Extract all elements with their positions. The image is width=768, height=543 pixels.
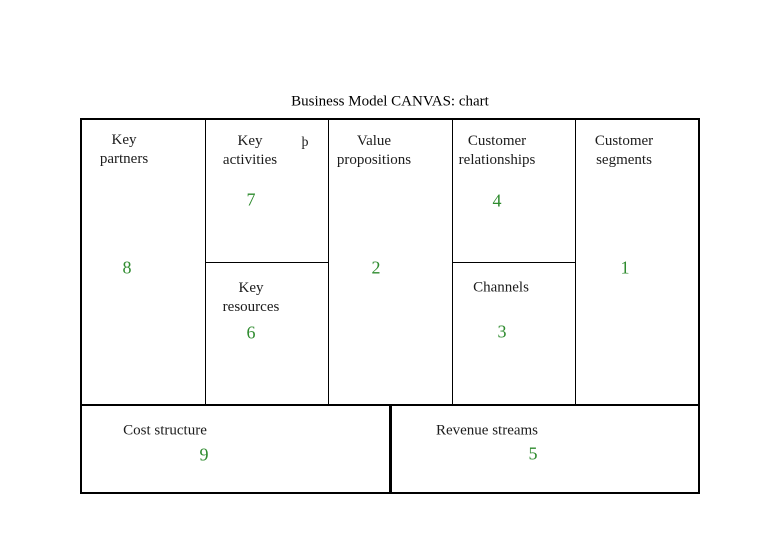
cell-revenue-streams-label: Revenue streams [435, 422, 539, 439]
cell-customer-segments-value: 1 [620, 257, 630, 278]
cell-revenue-streams-value: 5 [528, 443, 538, 464]
cell-key-partners-value: 8 [122, 257, 132, 278]
cell-key-resources-value: 6 [246, 322, 256, 343]
cell-key-resources-label: Key resources [222, 280, 280, 315]
cell-customer-relationships-label: Customer relationships [458, 133, 536, 168]
chart-title: Business Model CANVAS: chart [291, 93, 489, 110]
grid-line-cost-revenue-split [389, 406, 392, 492]
cell-key-activities-label: Key activities [222, 133, 278, 168]
cell-customer-relationships-value: 4 [492, 190, 502, 211]
grid-line-channels-split [452, 262, 576, 263]
cell-channels-label: Channels [473, 279, 529, 296]
cell-key-partners-label: Key partners [99, 132, 149, 167]
grid-line-key-resources-split [205, 262, 329, 263]
thorn-symbol: þ [301, 135, 309, 150]
cell-value-propositions-label: Value propositions [336, 133, 412, 168]
canvas-frame [80, 118, 700, 494]
cell-key-activities-value: 7 [246, 189, 256, 210]
cell-value-propositions-value: 2 [371, 257, 381, 278]
cell-cost-structure-label: Cost structure [123, 422, 207, 439]
grid-line-bottom-row [82, 404, 698, 406]
cell-cost-structure-value: 9 [199, 444, 209, 465]
cell-channels-value: 3 [497, 321, 507, 342]
cell-customer-segments-label: Customer segments [594, 133, 654, 168]
